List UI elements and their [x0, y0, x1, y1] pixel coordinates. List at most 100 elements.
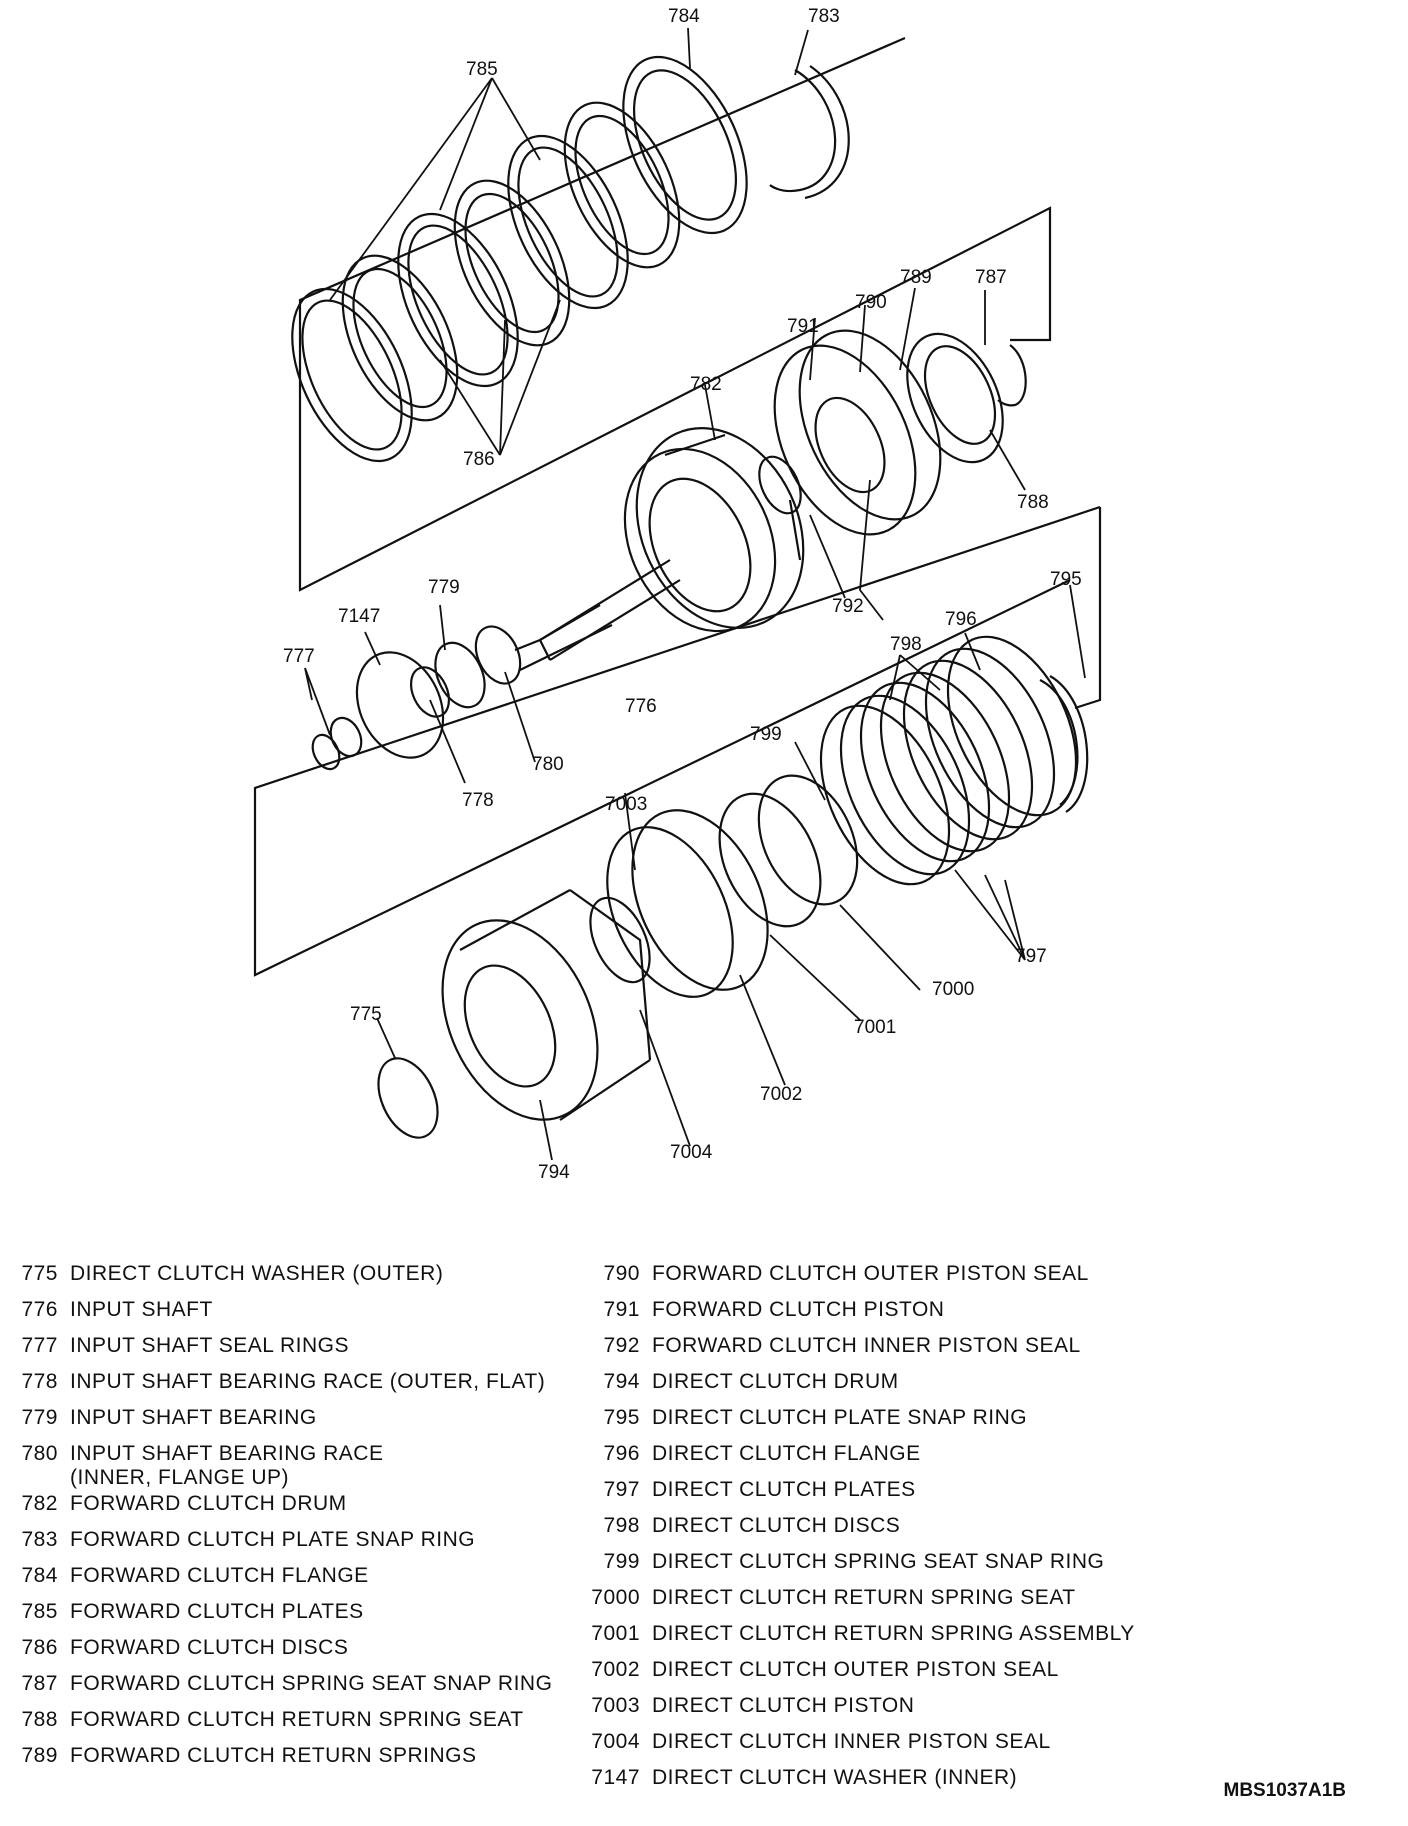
input-shaft: [514, 559, 681, 671]
legend-description: FORWARD CLUTCH RETURN SPRING SEAT: [70, 1708, 524, 1731]
legend-number: 778: [21, 1370, 58, 1393]
legend-item: 7004 DIRECT CLUTCH INNER PISTON SEAL: [582, 1730, 1135, 1766]
legend-description: FORWARD CLUTCH DRUM: [70, 1492, 347, 1515]
direct-return-spring-assembly: [718, 774, 859, 928]
callout-795: 795: [1050, 569, 1082, 590]
legend-description: DIRECT CLUTCH PLATE SNAP RING: [652, 1406, 1028, 1429]
legend-item: 794 DIRECT CLUTCH DRUM: [582, 1370, 1135, 1406]
legend-description: DIRECT CLUTCH PISTON: [652, 1694, 915, 1717]
callout-777: 777: [283, 646, 315, 667]
legend-item: 7002 DIRECT CLUTCH OUTER PISTON SEAL: [582, 1658, 1135, 1694]
callout-788: 788: [1017, 492, 1049, 513]
callout-7003: 7003: [605, 794, 647, 815]
legend-description: DIRECT CLUTCH OUTER PISTON SEAL: [652, 1658, 1059, 1681]
legend-description: DIRECT CLUTCH DRUM: [652, 1370, 899, 1393]
legend-number: 799: [603, 1550, 640, 1573]
legend-item: 789 FORWARD CLUTCH RETURN SPRINGS: [0, 1744, 552, 1780]
legend-description: FORWARD CLUTCH INNER PISTON SEAL: [652, 1334, 1081, 1357]
legend-number: 789: [21, 1744, 58, 1767]
legend-number: 798: [603, 1514, 640, 1537]
callout-775: 775: [350, 1004, 382, 1025]
legend-number: 794: [603, 1370, 640, 1393]
legend-description: FORWARD CLUTCH DISCS: [70, 1636, 349, 1659]
callout-783: 783: [808, 6, 840, 27]
callout-792: 792: [832, 596, 864, 617]
legend-description: INPUT SHAFT: [70, 1298, 213, 1321]
forward-clutch-drum: [623, 427, 805, 633]
direct-clutch-outer-washer: [377, 1057, 439, 1139]
callout-779: 779: [428, 577, 460, 598]
legend-number: 776: [21, 1298, 58, 1321]
legend-item: 784 FORWARD CLUTCH FLANGE: [0, 1564, 552, 1600]
legend-description: FORWARD CLUTCH PISTON: [652, 1298, 945, 1321]
legend-item: 799 DIRECT CLUTCH SPRING SEAT SNAP RING: [582, 1550, 1135, 1586]
legend-item: 782 FORWARD CLUTCH DRUM: [0, 1492, 552, 1528]
input-shaft-rings-bearings: [311, 625, 522, 771]
callout-790: 790: [855, 292, 887, 313]
legend-description: DIRECT CLUTCH SPRING SEAT SNAP RING: [652, 1550, 1105, 1573]
direct-clutch-plates-discs: [819, 635, 1078, 886]
legend-number: 797: [603, 1478, 640, 1501]
exploded-view-diagram: 784 783 785 789 787 790 791 782 786 788 …: [253, 6, 1102, 1183]
legend-description: FORWARD CLUTCH RETURN SPRINGS: [70, 1744, 477, 1767]
legend-number: 779: [21, 1406, 58, 1429]
legend-number: 796: [603, 1442, 640, 1465]
legend-number: 7000: [591, 1586, 640, 1609]
legend-number: 795: [603, 1406, 640, 1429]
legend-number: 785: [21, 1600, 58, 1623]
legend-item: 7003 DIRECT CLUTCH PISTON: [582, 1694, 1135, 1730]
callout-7002: 7002: [760, 1084, 802, 1105]
legend-item: 780 INPUT SHAFT BEARING RACE (INNER, FLAN…: [0, 1442, 552, 1492]
callout-7000: 7000: [932, 979, 974, 1000]
legend-description: DIRECT CLUTCH WASHER (OUTER): [70, 1262, 444, 1285]
callout-780: 780: [532, 754, 564, 775]
callout-785: 785: [466, 59, 498, 80]
legend-number: 782: [21, 1492, 58, 1515]
legend-number: 7002: [591, 1658, 640, 1681]
legend-number: 792: [603, 1334, 640, 1357]
figure-code: MBS1037A1B: [1223, 1780, 1347, 1801]
legend-item: 779 INPUT SHAFT BEARING: [0, 1406, 552, 1442]
forward-spring-seat-snap-ring: [997, 344, 1027, 407]
legend-item: 798 DIRECT CLUTCH DISCS: [582, 1514, 1135, 1550]
legend-description: DIRECT CLUTCH FLANGE: [652, 1442, 921, 1465]
legend-description: DIRECT CLUTCH DISCS: [652, 1514, 901, 1537]
callout-782: 782: [690, 374, 722, 395]
forward-clutch-piston: [758, 329, 942, 536]
callout-778: 778: [462, 790, 494, 811]
callout-7147: 7147: [338, 606, 380, 627]
legend-number: 7003: [591, 1694, 640, 1717]
legend-item: 795 DIRECT CLUTCH PLATE SNAP RING: [582, 1406, 1135, 1442]
direct-plate-snap-ring: [1039, 675, 1089, 813]
callout-791: 791: [787, 316, 819, 337]
legend-description: FORWARD CLUTCH OUTER PISTON SEAL: [652, 1262, 1089, 1285]
legend-description: FORWARD CLUTCH FLANGE: [70, 1564, 369, 1587]
legend-description: FORWARD CLUTCH PLATES: [70, 1600, 364, 1623]
legend-description: DIRECT CLUTCH PLATES: [652, 1478, 916, 1501]
callout-796: 796: [945, 609, 977, 630]
legend-number: 787: [21, 1672, 58, 1695]
legend-description: DIRECT CLUTCH INNER PISTON SEAL: [652, 1730, 1051, 1753]
callout-794: 794: [538, 1162, 570, 1183]
legend-item: 790 FORWARD CLUTCH OUTER PISTON SEAL: [582, 1262, 1135, 1298]
legend-description: FORWARD CLUTCH SPRING SEAT SNAP RING: [70, 1672, 553, 1695]
legend-number: 777: [21, 1334, 58, 1357]
callout-784: 784: [668, 6, 700, 27]
forward-return-spring-seat: [906, 332, 1004, 464]
legend-number: 784: [21, 1564, 58, 1587]
legend-number: 780: [21, 1442, 58, 1465]
legend-number: 790: [603, 1262, 640, 1285]
legend-description: INPUT SHAFT BEARING RACE (INNER, FLANGE …: [70, 1442, 384, 1489]
legend-number: 7004: [591, 1730, 640, 1753]
legend-item: 792 FORWARD CLUTCH INNER PISTON SEAL: [582, 1334, 1135, 1370]
legend-description: INPUT SHAFT BEARING: [70, 1406, 317, 1429]
